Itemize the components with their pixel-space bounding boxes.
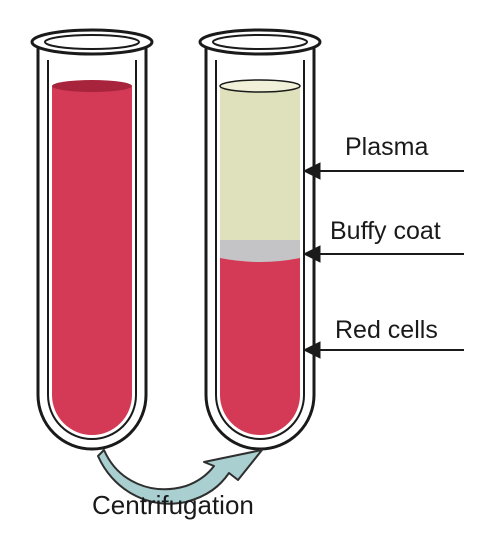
right-tube-plasma-surface: [219, 79, 301, 93]
plasma-pointer: [302, 162, 464, 180]
red-cells-pointer: [302, 341, 464, 359]
left-tube-inner-wall: [47, 60, 137, 440]
left-tube: [30, 28, 154, 451]
right-tube-rim-inner: [212, 34, 308, 50]
right-tube: [198, 28, 322, 451]
right-tube-plasma-layer: [220, 86, 300, 240]
left-tube-blood-surface: [52, 80, 132, 92]
curved-arrow-icon: [97, 449, 263, 505]
buffy-coat-pointer: [302, 245, 464, 263]
right-tube-inner-wall: [215, 60, 305, 440]
right-tube-buffy-coat-layer: [220, 240, 300, 262]
left-tube-rim-inner: [44, 34, 140, 50]
plasma-label: Plasma: [345, 133, 429, 161]
left-tube-blood: [52, 86, 132, 435]
red-cells-label: Red cells: [335, 316, 438, 344]
right-tube-red-cells-layer: [220, 258, 300, 435]
buffy-coat-label: Buffy coat: [330, 217, 441, 245]
pointer-arrows: [302, 162, 464, 359]
centrifugation-label: Centrifugation: [92, 490, 254, 520]
